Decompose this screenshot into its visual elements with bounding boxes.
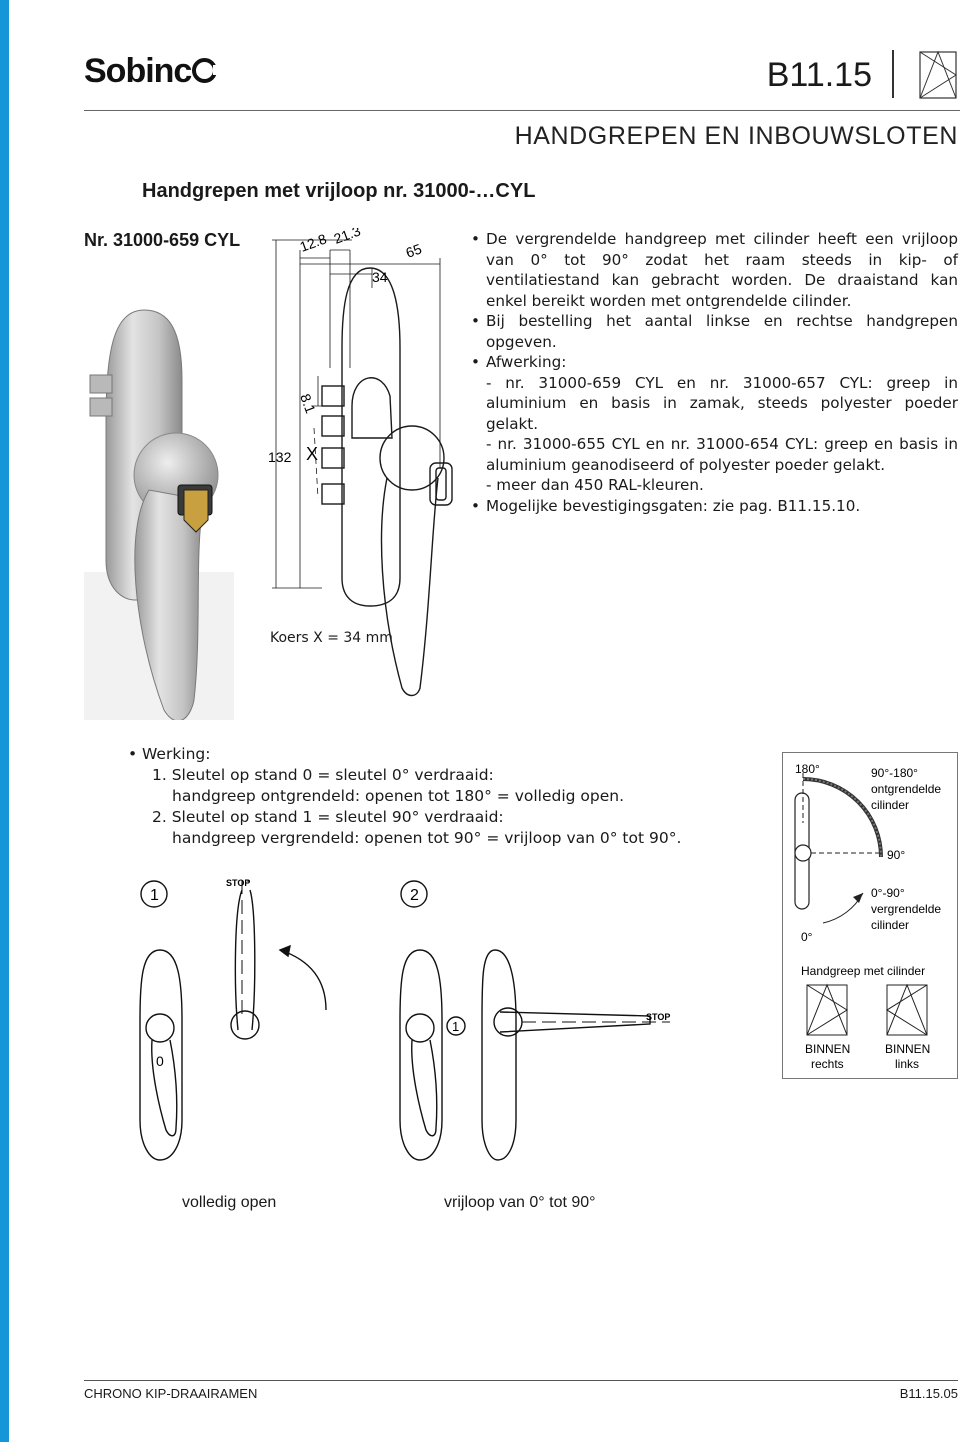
description-item: Mogelijke bevestigingsgaten: zie pag. B1…: [470, 496, 958, 517]
angle-0-label: 0°: [801, 930, 813, 944]
description-item: Bij bestelling het aantal linkse en rech…: [470, 311, 958, 352]
dim-8-1: 8.1: [297, 392, 319, 416]
diagram-number-1: 1: [150, 887, 159, 904]
header-rule: [84, 110, 960, 111]
footer-series: CHRONO KIP-DRAAIRAMEN: [84, 1386, 258, 1401]
panel-caption: Handgreep met cilinder: [801, 964, 925, 978]
description-item: Afwerking:: [470, 352, 958, 373]
operation-title: Werking:: [126, 744, 681, 765]
range-unlocked-l2: ontgrendelde: [871, 782, 941, 796]
operation-step: 1. Sleutel op stand 0 = sleutel 0° verdr…: [152, 766, 494, 784]
dimension-drawing: 12.8 21.3 34 65 8.1 132 X: [268, 228, 453, 697]
operation-section: Werking: 1. Sleutel op stand 0 = sleutel…: [126, 744, 681, 849]
angle-panel: 180° 90°-180° ontgrendelde cilinder 90° …: [782, 752, 958, 1079]
window-right-l1: BINNEN: [805, 1042, 850, 1056]
stop-marker-1: STOP: [226, 878, 250, 888]
diagram-caption-2: vrijloop van 0° tot 90°: [444, 1194, 596, 1211]
logo-text: Sobinc: [84, 52, 192, 90]
product-number: Nr. 31000-659 CYL: [84, 230, 241, 250]
description-item: De vergrendelde handgreep met cilinder h…: [470, 229, 958, 311]
window-left-l2: links: [895, 1057, 919, 1071]
course-note: Koers X = 34 mm: [270, 630, 393, 646]
finish-item: - meer dan 450 RAL-kleuren.: [486, 476, 704, 494]
range-locked-l1: 0°-90°: [871, 886, 905, 900]
key-position-1: 1: [452, 1019, 459, 1034]
finish-item: - nr. 31000-655 CYL en nr. 31000-654 CYL…: [486, 435, 958, 474]
range-locked-l3: cilinder: [871, 918, 909, 932]
dim-x: X: [306, 444, 318, 464]
key-position-0: 0: [156, 1053, 164, 1069]
window-type-icon: [919, 50, 957, 99]
stop-marker-2: STOP: [646, 1012, 670, 1022]
accent-edge-bar: [0, 0, 9, 1442]
dim-132: 132: [268, 449, 292, 465]
window-right-l2: rechts: [811, 1057, 844, 1071]
dim-12-8: 12.8: [298, 230, 329, 254]
dim-65: 65: [404, 240, 424, 260]
dim-34: 34: [372, 269, 388, 285]
operation-step: 2. Sleutel op stand 1 = sleutel 90° verd…: [152, 808, 504, 826]
description-list: De vergrendelde handgreep met cilinder h…: [470, 229, 958, 516]
divider: [892, 50, 894, 98]
operation-diagrams: 1 2 0 1 STOP STOP: [139, 878, 670, 1161]
range-unlocked-l3: cilinder: [871, 798, 909, 812]
footer-rule: [84, 1380, 958, 1381]
angle-180-label: 180°: [795, 762, 820, 776]
operation-detail: handgreep vergrendeld: openen tot 90° = …: [172, 829, 682, 847]
operation-detail: handgreep ontgrendeld: openen tot 180° =…: [172, 787, 625, 805]
range-unlocked-l1: 90°-180°: [871, 766, 918, 780]
range-locked-l2: vergrendelde: [871, 902, 941, 916]
angle-90-label: 90°: [887, 848, 905, 862]
page-subtitle: Handgrepen met vrijloop nr. 31000-…CYL: [142, 180, 536, 202]
diagram-number-2: 2: [410, 887, 419, 904]
dim-21-3: 21.3: [332, 228, 363, 247]
page-code: B11.15: [766, 56, 872, 94]
diagram-caption-1: volledig open: [182, 1194, 277, 1211]
window-left-l1: BINNEN: [885, 1042, 930, 1056]
sobinco-logo: Sobinc: [84, 52, 220, 91]
finish-item: - nr. 31000-659 CYL en nr. 31000-657 CYL…: [486, 373, 958, 433]
angle-diagram: 180° 90°-180° ontgrendelde cilinder 90° …: [794, 762, 941, 1071]
section-title: HANDGREPEN EN INBOUWSLOTEN: [514, 122, 958, 150]
handle-photo: [84, 309, 234, 720]
logo-o-mark: [192, 58, 220, 83]
footer-page-code: B11.15.05: [899, 1386, 958, 1401]
